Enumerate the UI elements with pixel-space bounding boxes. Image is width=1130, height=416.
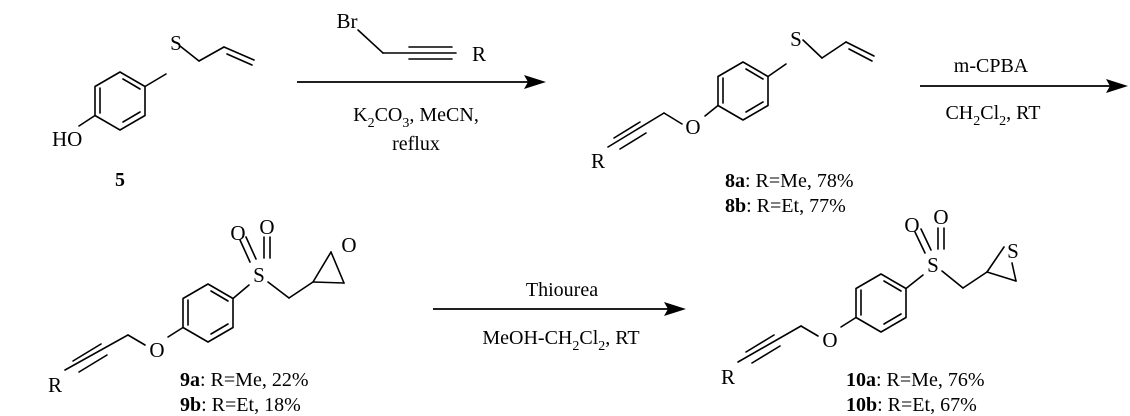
compound-8-r-group: R: [591, 149, 605, 173]
compound-5-label: 5: [115, 169, 125, 191]
arrow-2-conditions: CH2Cl2, RT: [945, 102, 1040, 129]
compound-8-bonds: [607, 39, 875, 150]
compound-10-sulfonyl-oxygen-2: O: [933, 205, 948, 229]
compound-8a-label: 8a: R=Me, 78%: [725, 170, 854, 192]
compound-9b-label: 9b: R=Et, 18%: [180, 394, 301, 416]
compound-9-sulfonyl-sulfur: S: [253, 263, 265, 287]
arrow-3-conditions: MeOH-CH2Cl2, RT: [482, 327, 639, 354]
compound-9-sulfonyl-oxygen-1: O: [230, 221, 245, 245]
compound-8b-label: 8b: R=Et, 77%: [725, 195, 846, 217]
compound-9a-label: 9a: R=Me, 22%: [180, 369, 309, 391]
compound-5-hydroxyl: HO: [52, 127, 82, 151]
compound-10-sulfonyl-oxygen-1: O: [904, 213, 919, 237]
reaction-arrow-3: Thiourea MeOH-CH2Cl2, RT: [433, 279, 686, 354]
propargyl-bromide: Br R: [337, 9, 487, 66]
compound-9-epoxide-oxygen: O: [341, 233, 356, 257]
bromine-atom: Br: [337, 9, 358, 33]
reaction-arrow-2: m-CPBA CH2Cl2, RT: [920, 55, 1128, 129]
compound-10b-label: 10b: R=Et, 67%: [846, 394, 977, 416]
compound-8: S O R 8a: R=Me, 78% 8b: R=Et, 77%: [591, 27, 875, 217]
compound-8-ether-oxygen: O: [685, 115, 700, 139]
compound-10-ether-oxygen: O: [822, 328, 837, 352]
compound-10-sulfonyl-sulfur: S: [927, 253, 939, 277]
reagent-r-group: R: [472, 42, 486, 66]
compound-10-r-group: R: [721, 365, 735, 389]
reaction-arrow-1: Br R K2CO3, MeCN, reflux: [297, 9, 546, 155]
arrow-1-condition: reflux: [392, 133, 440, 155]
arrow-1-reagents: K2CO3, MeCN,: [353, 104, 479, 131]
compound-9: S O O O O R 9a: R=Me, 22% 9b: R=Et, 18%: [48, 215, 357, 416]
compound-5: S HO 5: [52, 31, 255, 191]
compound-5-sulfur: S: [170, 31, 182, 55]
compound-9-bonds: [64, 236, 345, 373]
compound-10a-label: 10a: R=Me, 76%: [846, 369, 985, 391]
arrow-3-reagent: Thiourea: [526, 279, 598, 301]
compound-10: S O O S O R 10a: R=Me, 76% 10b: R=Et, 67…: [721, 205, 1019, 416]
arrow-2-reagent: m-CPBA: [954, 55, 1029, 77]
compound-5-bonds: [78, 45, 255, 131]
compound-9-sulfonyl-oxygen-2: O: [259, 215, 274, 239]
compound-10-thiirane-sulfur: S: [1007, 239, 1019, 263]
compound-9-r-group: R: [48, 373, 62, 397]
compound-8-sulfur: S: [790, 27, 802, 51]
compound-9-ether-oxygen: O: [149, 338, 164, 362]
compound-10-bonds: [737, 227, 1017, 364]
